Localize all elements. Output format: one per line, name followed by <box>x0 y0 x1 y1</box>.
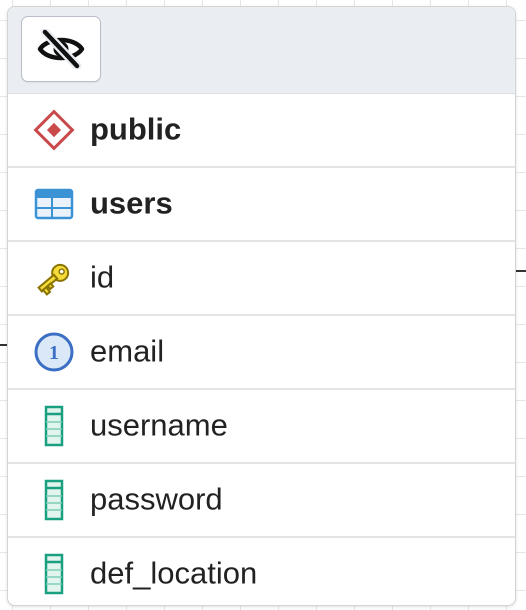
column-icon <box>32 552 76 596</box>
tree-item-table-users[interactable]: users <box>8 168 515 242</box>
table-icon <box>32 182 76 226</box>
tree-item-label: email <box>90 333 165 369</box>
connector-line-left <box>0 344 8 346</box>
schema-tree: public users <box>8 94 515 605</box>
key-icon <box>32 256 76 300</box>
tree-item-label: public <box>90 111 182 147</box>
tree-item-column-def-location[interactable]: def_location <box>8 538 515 605</box>
tree-item-label: id <box>90 259 115 295</box>
tree-item-column-email[interactable]: 1 email <box>8 316 515 390</box>
tree-item-column-username[interactable]: username <box>8 390 515 464</box>
connector-line-right <box>514 270 526 272</box>
tree-item-label: username <box>90 407 228 443</box>
column-icon <box>32 404 76 448</box>
tree-item-label: password <box>90 481 223 517</box>
tree-item-label: def_location <box>90 555 258 591</box>
schema-diamond-icon <box>32 108 76 152</box>
schema-tree-panel: public users <box>7 6 516 606</box>
panel-toolbar <box>8 7 515 94</box>
tree-item-schema-public[interactable]: public <box>8 94 515 168</box>
svg-text:1: 1 <box>49 342 59 364</box>
unique-one-icon: 1 <box>32 330 76 374</box>
eye-off-icon <box>37 29 85 69</box>
tree-item-label: users <box>90 185 173 221</box>
tree-item-column-password[interactable]: password <box>8 464 515 538</box>
toggle-visibility-button[interactable] <box>21 16 101 82</box>
column-icon <box>32 478 76 522</box>
tree-item-column-id[interactable]: id <box>8 242 515 316</box>
